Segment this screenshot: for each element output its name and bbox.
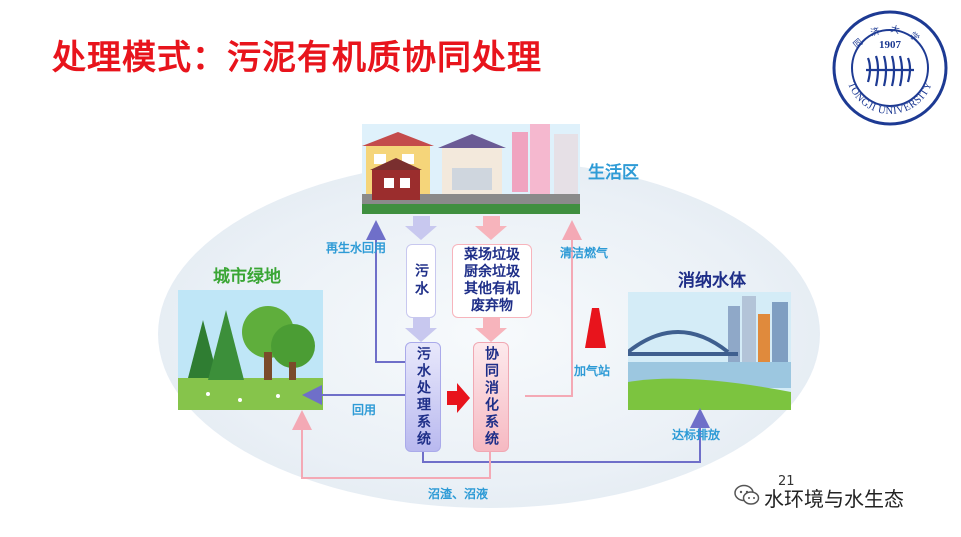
gas-station-label: 加气站: [574, 364, 611, 378]
waste-line-3: 其他有机: [464, 281, 520, 297]
logo-year: 1907: [879, 39, 902, 51]
page-title: 处理模式：污泥有机质协同处理: [52, 38, 542, 78]
clean-gas-label: 清洁燃气: [560, 246, 609, 260]
residue-label: 沼渣、沼液: [428, 487, 489, 501]
water-body-illustration: [628, 292, 791, 410]
waste-line-4: 废弃物: [471, 298, 513, 314]
wechat-icon: [734, 484, 760, 505]
discharge-label: 达标排放: [672, 428, 721, 442]
transfer-arrow-icon: [447, 383, 470, 413]
living-area-illustration: [362, 124, 580, 214]
living-area-label: 生活区: [588, 163, 639, 183]
codigestion-system-box: 协同消化系统: [473, 342, 509, 452]
sewage-box: 污水: [406, 244, 436, 318]
green-space-label: 城市绿地: [213, 267, 281, 287]
sewage-treatment-system-box: 污水处理系统: [405, 342, 441, 452]
waste-line-1: 菜场垃圾: [464, 247, 520, 263]
logo-emblem-icon: [866, 55, 914, 87]
waste-line-2: 厨余垃圾: [464, 264, 520, 280]
green-space-illustration: [178, 290, 323, 410]
organic-waste-box: 菜场垃圾 厨余垃圾 其他有机 废弃物: [452, 244, 532, 318]
watermark-text: 水环境与水生态: [764, 487, 904, 511]
reuse-label: 回用: [352, 403, 377, 417]
tongji-university-logo: TONGJI UNIVERSITY 同济大学 1907: [832, 10, 948, 126]
water-body-label: 消纳水体: [678, 271, 746, 291]
page-number: 21: [778, 474, 795, 489]
gas-station-icon: [585, 308, 606, 348]
reclaimed-water-label: 再生水回用: [326, 241, 387, 255]
